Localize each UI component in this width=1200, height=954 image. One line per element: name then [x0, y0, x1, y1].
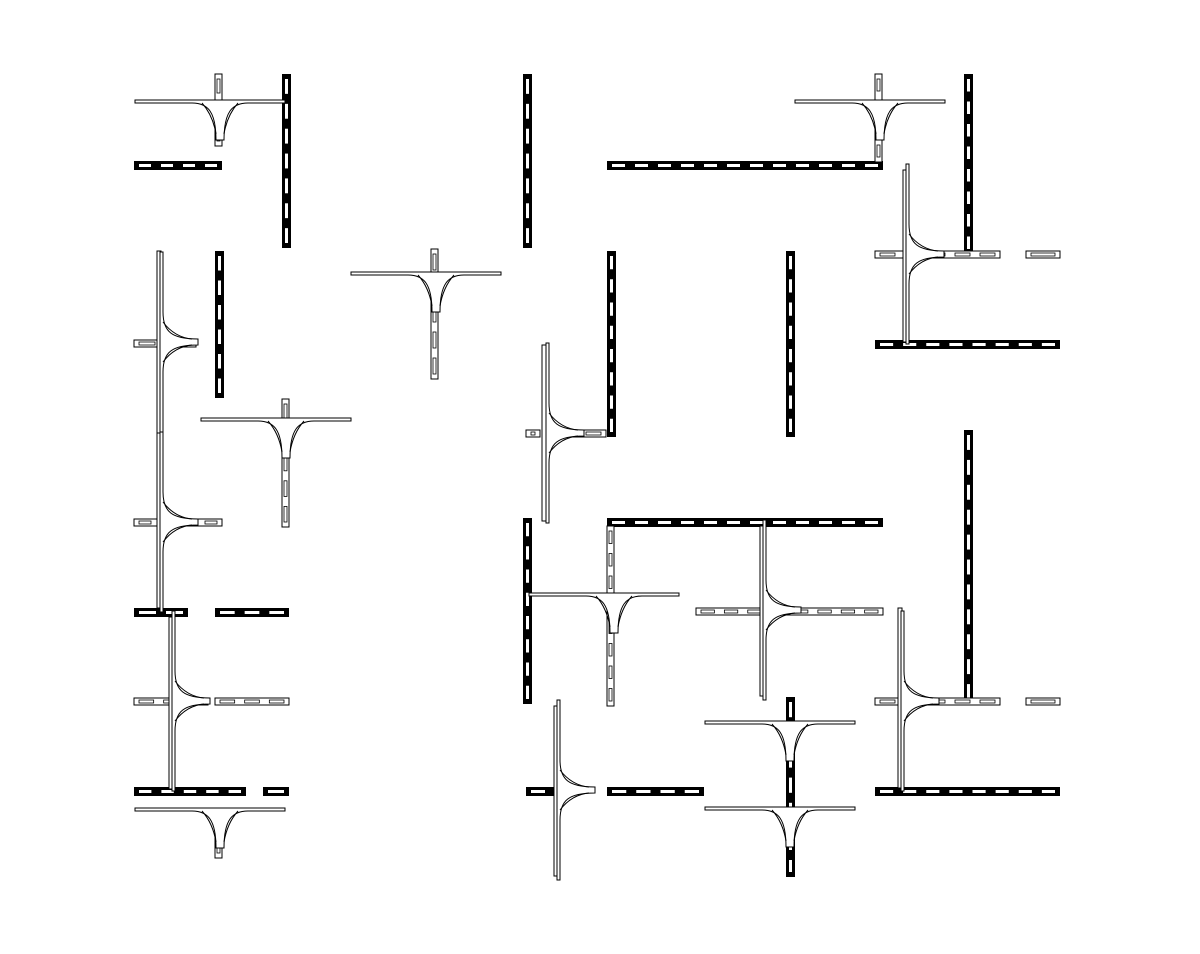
branching-nodes-layer [134, 99, 946, 881]
node-e [528, 592, 680, 634]
solid-beam-h4 [607, 518, 883, 527]
node-i [159, 251, 199, 433]
solid-beam-h11 [875, 787, 1060, 796]
solid-beam-v3 [964, 74, 973, 254]
node-l [905, 163, 945, 345]
solid-beam-h8 [263, 787, 289, 796]
node-d [200, 417, 352, 459]
solid-beam-v5 [607, 251, 616, 437]
node-h [134, 807, 286, 849]
solid-beams-layer [134, 74, 1060, 877]
outlined-beams-layer [133, 73, 1061, 877]
solid-beam-v4 [215, 251, 224, 398]
node-k [171, 610, 211, 792]
solid-beam-v6 [786, 251, 795, 437]
outlined-beam-v3 [430, 248, 439, 380]
outlined-beam-h5 [525, 429, 541, 438]
node-m [545, 342, 585, 524]
solid-beam-v1 [282, 74, 291, 248]
node-a [134, 99, 286, 141]
node-g [704, 806, 856, 848]
thin-member-5 [541, 344, 547, 522]
outlined-beam-h3 [133, 339, 161, 348]
node-n [762, 519, 802, 701]
solid-beam-h7 [134, 787, 246, 796]
node-p [556, 699, 596, 881]
solid-beam-h6 [215, 608, 289, 617]
outlined-beam-h2 [1025, 250, 1061, 259]
solid-beam-v8 [523, 518, 532, 704]
node-b [794, 99, 946, 141]
node-j [159, 431, 199, 613]
solid-beam-h1 [134, 161, 222, 170]
solid-beam-v2 [523, 74, 532, 248]
solid-beam-h10 [607, 787, 704, 796]
solid-beam-h3 [875, 340, 1060, 349]
node-f [704, 720, 856, 762]
node-o [900, 610, 940, 792]
node-c [350, 271, 502, 313]
outlined-beam-h10 [214, 697, 290, 706]
solid-beam-h2 [607, 161, 883, 170]
outlined-beam-h12 [1025, 697, 1061, 706]
solid-beam-v7 [964, 430, 973, 704]
